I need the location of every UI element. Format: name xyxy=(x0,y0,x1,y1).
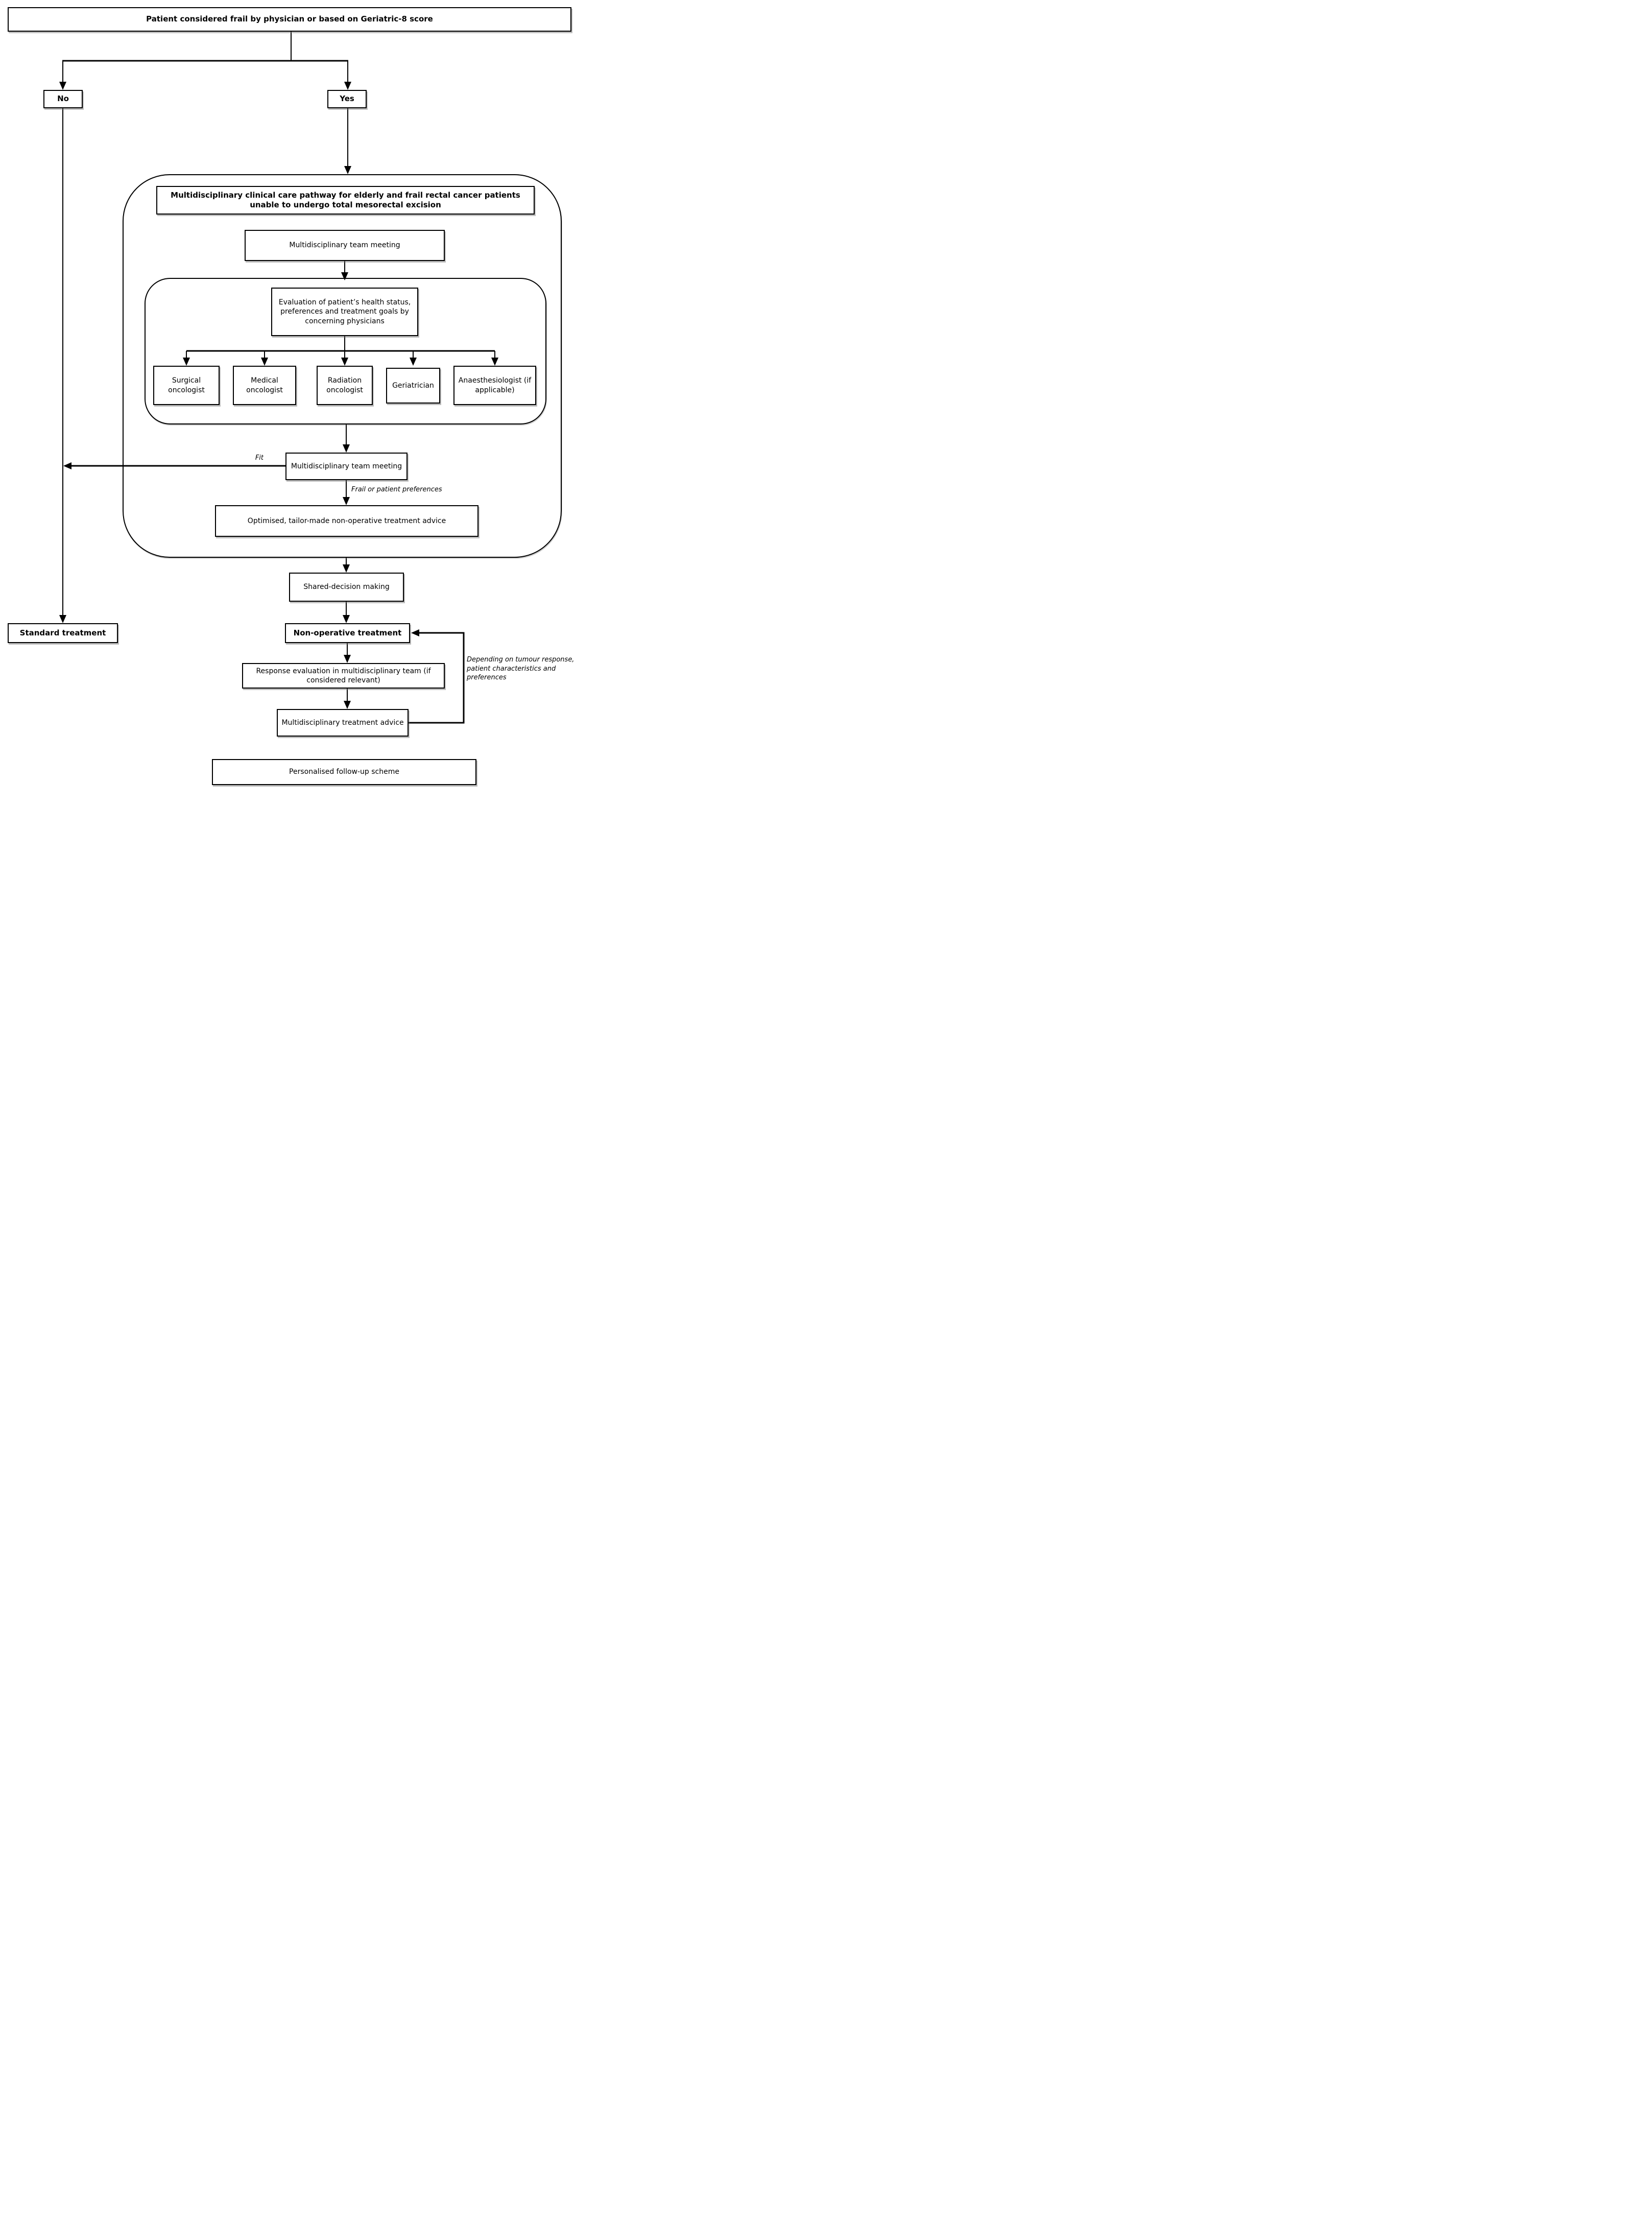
edge-pathway-to-shared xyxy=(343,558,350,573)
edge-feedback-loop xyxy=(409,629,465,724)
flowchart-canvas: Patient considered frail by physician or… xyxy=(0,0,588,792)
node-personalised-followup: Personalised follow-up scheme xyxy=(212,759,476,785)
node-non-operative-treatment: Non-operative treatment xyxy=(285,623,410,643)
pathway-container xyxy=(123,174,562,558)
node-surgical-oncologist: Surgical oncologist xyxy=(153,366,220,405)
node-start: Patient considered frail by physician or… xyxy=(8,7,571,32)
edge-label-fit: Fit xyxy=(255,454,264,462)
pathway-title: Multidisciplinary clinical care pathway … xyxy=(156,186,535,215)
edge-label-frail: Frail or patient preferences xyxy=(351,486,442,493)
edge-to-yes xyxy=(344,61,351,90)
node-medical-oncologist: Medical oncologist xyxy=(233,366,296,405)
node-radiation-oncologist: Radiation oncologist xyxy=(317,366,373,405)
node-no: No xyxy=(43,90,83,108)
node-anaesthesiologist: Anaesthesiologist (if applicable) xyxy=(453,366,536,405)
edge-response-to-advice xyxy=(344,689,351,709)
node-mdt-meeting-1: Multidisciplinary team meeting xyxy=(245,230,445,261)
node-optimised-advice: Optimised, tailor-made non-operative tre… xyxy=(215,505,478,537)
edge-yes-to-pathway xyxy=(344,108,351,174)
edge-evaluation-fanout xyxy=(183,336,498,366)
edge-nonop-to-response xyxy=(344,643,351,663)
node-evaluation: Evaluation of patient’s health status, p… xyxy=(271,288,418,336)
node-yes: Yes xyxy=(327,90,367,108)
edge-label-depending: Depending on tumour response, patient ch… xyxy=(467,656,574,682)
edge-mdt1-to-evaluation-group xyxy=(341,261,348,280)
edge-start-stem xyxy=(62,32,348,62)
node-response-evaluation: Response evaluation in multidisciplinary… xyxy=(242,663,445,689)
evaluation-group-container xyxy=(145,278,546,424)
node-shared-decision: Shared-decision making xyxy=(289,573,404,602)
node-geriatrician: Geriatrician xyxy=(386,368,440,404)
edge-to-no xyxy=(59,61,66,90)
node-standard-treatment: Standard treatment xyxy=(8,623,118,643)
connector-lines xyxy=(59,32,498,724)
edge-group-to-mdt2 xyxy=(343,424,350,453)
node-mdt-treatment-advice: Multidisciplinary treatment advice xyxy=(277,709,409,737)
edge-mdt2-to-optimised xyxy=(343,480,350,505)
node-mdt-meeting-2: Multidisciplinary team meeting xyxy=(285,453,408,480)
edge-shared-to-nonop xyxy=(343,602,350,623)
edge-fit xyxy=(63,462,285,469)
edge-no-to-standard xyxy=(59,108,66,623)
